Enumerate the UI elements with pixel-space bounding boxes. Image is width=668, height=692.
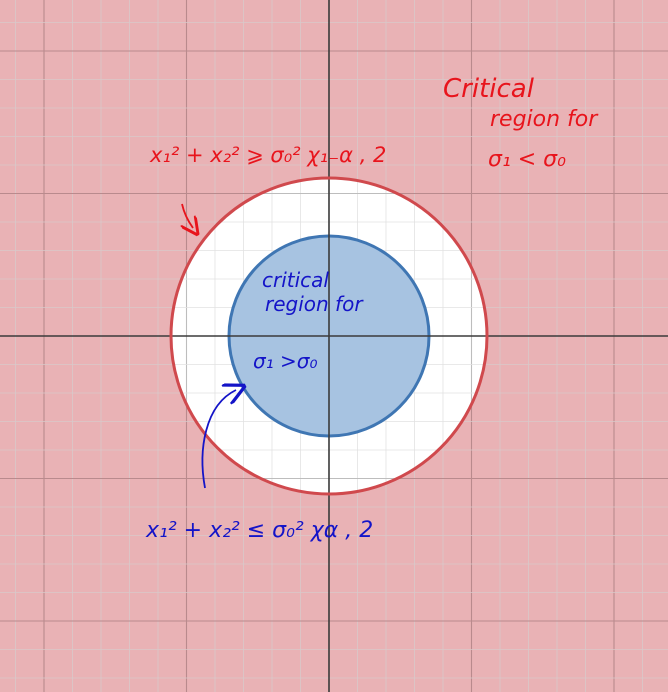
outer-boundary-arrow: [182, 203, 193, 228]
top-right-label-line3: σ₁ < σ₀: [488, 147, 566, 172]
top-right-label-line1: Critical: [443, 74, 535, 104]
inner-label-line3: σ₁ >σ₀: [253, 349, 318, 373]
inner-boundary-equation: x₁² + x₂² ≤ σ₀² χα , 2: [145, 518, 373, 543]
inner-boundary-arrow: [201, 390, 236, 489]
inner-label-line1: critical: [262, 268, 329, 292]
outer-boundary-equation: x₁² + x₂² ⩾ σ₀² χ₁₋α , 2: [149, 143, 386, 167]
top-right-label-line2: region for: [490, 107, 599, 132]
inner-label-line2: region for: [265, 292, 364, 316]
outer-boundary-circle: [169, 176, 489, 496]
